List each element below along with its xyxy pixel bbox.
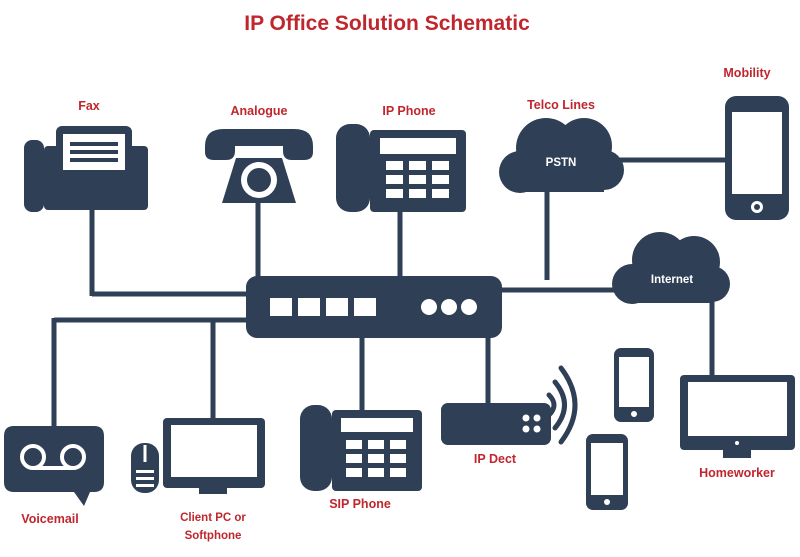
ip-dect-label: IP Dect (474, 452, 517, 466)
internet-cloud-icon (612, 232, 730, 304)
handset-icon (586, 434, 628, 510)
telco-lines-label: Telco Lines (527, 98, 595, 112)
computer-icon (131, 418, 265, 494)
ip-office-switch-icon (246, 276, 502, 338)
pstn-cloud-text: PSTN (546, 157, 577, 169)
wireless-signal-icon (546, 365, 578, 445)
sip-phone-label: SIP Phone (329, 497, 391, 511)
internet-cloud-text: Internet (651, 274, 693, 286)
fax-machine-icon (24, 126, 148, 212)
voicemail-icon (4, 426, 104, 506)
homeworker-label: Homeworker (699, 466, 775, 480)
mobility-label: Mobility (723, 66, 770, 80)
monitor-icon (680, 375, 795, 458)
client-pc-label-line2: Softphone (185, 530, 242, 542)
voicemail-label: Voicemail (21, 512, 78, 526)
desk-phone-icon (336, 124, 466, 212)
handset-icon (614, 348, 654, 422)
smartphone-icon (725, 96, 789, 220)
fax-label: Fax (78, 99, 100, 113)
analogue-label: Analogue (231, 104, 288, 118)
dect-base-icon (441, 403, 551, 445)
rotary-phone-icon (205, 128, 313, 203)
client-pc-label-line1: Client PC or (180, 512, 246, 524)
diagram-title: IP Office Solution Schematic (244, 12, 530, 35)
pstn-cloud-icon (499, 118, 624, 193)
sip-phone-icon (300, 405, 422, 491)
ip-phone-label: IP Phone (382, 104, 435, 118)
